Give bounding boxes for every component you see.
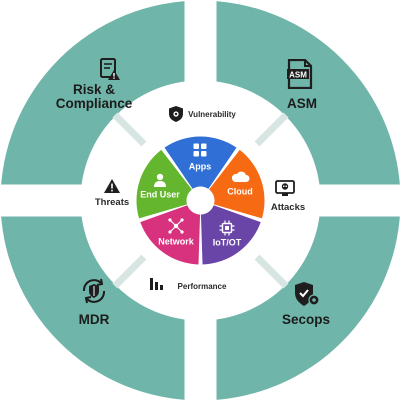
middle-ring-divider-3	[112, 112, 147, 147]
asm-label: ASM	[287, 95, 317, 111]
middle-ring-divider-0	[254, 112, 289, 147]
iot-slice	[200, 205, 261, 265]
cloud-icon	[231, 171, 250, 182]
middle-ring-divider-1	[254, 254, 289, 289]
attacks-label: Attacks	[270, 202, 306, 214]
apps-label: Apps	[188, 161, 212, 172]
grid-icon	[193, 143, 207, 157]
cloud-slice	[209, 149, 265, 219]
network-slice	[140, 205, 201, 265]
threats-label: Threats	[94, 197, 130, 209]
report-warning-icon	[100, 58, 120, 80]
shield-refresh-icon	[82, 278, 106, 304]
middle-ring-divider-2	[112, 254, 147, 289]
secops-label: Secops	[281, 311, 331, 327]
warning-icon	[104, 179, 120, 193]
chip-icon	[219, 220, 235, 236]
user-icon	[154, 173, 166, 187]
risk-compliance-label: Risk & Compliance	[55, 81, 133, 111]
vulnerability-label: Vulnerability	[188, 109, 236, 119]
cloud-label: Cloud	[227, 186, 253, 197]
shield-bug-icon	[169, 106, 183, 122]
network-icon	[168, 218, 184, 234]
apps-slice	[164, 136, 237, 189]
mdr-label: MDR	[78, 311, 110, 327]
end-user-label: End User	[140, 189, 180, 200]
shield-gear-icon	[295, 282, 320, 306]
skull-screen-icon	[275, 180, 295, 196]
performance-label: Performance	[177, 281, 227, 291]
bar-chart-icon	[150, 278, 163, 290]
svg-text:ASM: ASM	[289, 70, 307, 79]
asm-document-icon: ASM	[287, 59, 313, 89]
network-label: Network	[158, 236, 194, 247]
iot-label: IoT/OT	[212, 237, 242, 248]
